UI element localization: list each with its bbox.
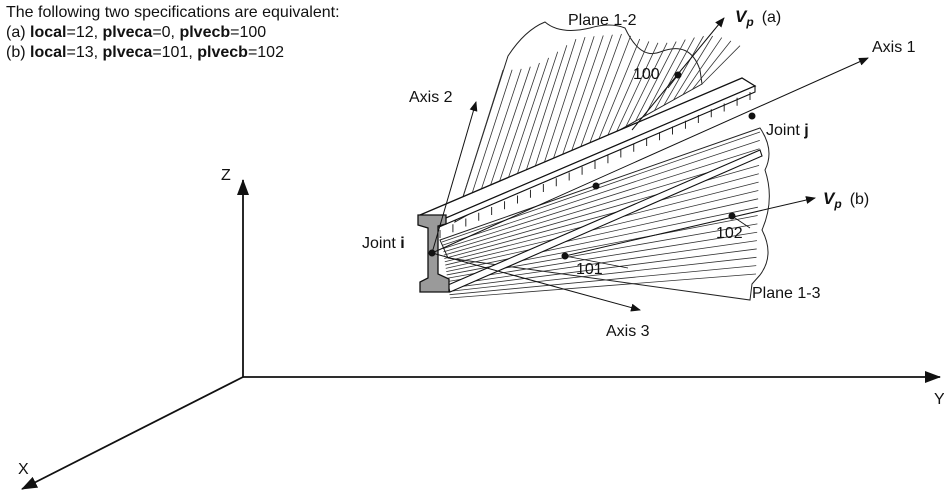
axis-2-label: Axis 2 bbox=[409, 89, 453, 106]
spec-b-val-local: =13, bbox=[66, 44, 103, 61]
joint-i-label: Joint i bbox=[362, 235, 405, 252]
vp-a-label: Vp(a) bbox=[735, 7, 781, 29]
plane-1-3-hatching bbox=[441, 131, 761, 299]
point-100 bbox=[674, 71, 682, 79]
global-axes: Z Y X bbox=[18, 167, 944, 490]
plane-1-2-hatch-line bbox=[692, 40, 732, 90]
plane-1-2-hatch-line bbox=[701, 45, 741, 85]
points bbox=[428, 71, 756, 260]
point-100-label: 100 bbox=[633, 66, 660, 83]
plane-1-3-hatch-line bbox=[445, 198, 759, 269]
labels: Plane 1-2 Plane 1-3 Vp(a) Vp(b) Axis 1 A… bbox=[362, 7, 916, 340]
beam-web-ticks bbox=[439, 92, 751, 238]
spec-a-key-plvecb: plvecb bbox=[179, 24, 231, 41]
plane-1-3-hatch-line bbox=[441, 131, 761, 243]
spec-a-val-plveca: =0, bbox=[152, 24, 180, 41]
plane-1-3-hatch-line bbox=[449, 256, 757, 292]
plane-1-3-hatch-line bbox=[444, 173, 759, 259]
point-101-label: 101 bbox=[576, 261, 603, 278]
axis-3-line bbox=[431, 252, 641, 312]
global-x-label: X bbox=[18, 461, 29, 478]
plane-1-3 bbox=[439, 127, 770, 301]
plane-1-2-hatch-line bbox=[682, 37, 723, 95]
i-beam bbox=[417, 77, 763, 293]
global-y-label: Y bbox=[934, 391, 944, 408]
plane-1-2-hatch-line bbox=[502, 57, 549, 196]
plane-1-3-hatch-line bbox=[445, 190, 759, 266]
spec-line-b: (b) local=13, plveca=101, plvecb=102 bbox=[6, 43, 284, 63]
spec-b-key-local: local bbox=[30, 44, 67, 61]
plane-1-3-hatch-line bbox=[442, 148, 760, 249]
point-mid bbox=[592, 182, 600, 190]
plane-1-3-hatch-line bbox=[448, 240, 757, 286]
spec-a-tag: (a) bbox=[6, 24, 30, 41]
plane-1-3-hatch-line bbox=[446, 206, 758, 273]
axis-1-line bbox=[431, 57, 869, 254]
plane-1-2-hatch-line bbox=[483, 66, 531, 207]
plane-1-3-hatch-line bbox=[447, 231, 758, 282]
plane-1-2-hatch-line bbox=[587, 35, 631, 148]
plane-1-2-hatch-line bbox=[521, 45, 568, 185]
point-101 bbox=[561, 252, 569, 260]
axis-1-label: Axis 1 bbox=[872, 39, 916, 56]
global-x-axis bbox=[21, 376, 244, 490]
plane-1-2-hatch-line bbox=[492, 62, 540, 201]
ref-line-101 bbox=[564, 255, 629, 269]
spec-b-val-plveca: =101, bbox=[152, 44, 198, 61]
plane-1-2-hatch-line bbox=[511, 51, 559, 191]
plane-1-3-hatch-line bbox=[443, 165, 760, 256]
plane-1-2-hatch-line bbox=[578, 33, 622, 154]
plane-1-3-outline bbox=[439, 127, 770, 301]
spec-b-key-plveca: plveca bbox=[102, 44, 153, 61]
vp-b-line bbox=[564, 196, 816, 257]
plane-1-3-hatch-line bbox=[448, 248, 757, 289]
plane-1-2-hatch-line bbox=[549, 36, 595, 170]
plane-1-2-hatch-line bbox=[644, 39, 686, 117]
plane-1-3-label: Plane 1-3 bbox=[752, 285, 821, 302]
point-102-label: 102 bbox=[716, 225, 743, 242]
plane-1-2-label: Plane 1-2 bbox=[568, 12, 637, 29]
joint-j-point bbox=[748, 112, 756, 120]
plane-1-2-hatch-line bbox=[473, 68, 522, 212]
plane-1-2-hatch-line bbox=[625, 42, 668, 127]
plane-1-2-hatch-line bbox=[559, 35, 604, 164]
plane-1-2-hatch-line bbox=[606, 41, 650, 138]
plane-1-2-hatch-line bbox=[597, 38, 641, 143]
plane-1-2-hatch-line bbox=[663, 35, 704, 106]
plane-1-3-hatch-line bbox=[449, 273, 757, 299]
joint-i-point bbox=[428, 249, 436, 257]
plane-1-3-hatch-line bbox=[442, 139, 760, 246]
spec-a-val-plvecb: =100 bbox=[230, 24, 267, 41]
axis-3-label: Axis 3 bbox=[606, 323, 650, 340]
axis-2-line bbox=[431, 101, 478, 254]
spec-a-key-plveca: plveca bbox=[102, 24, 153, 41]
plane-1-2-hatch-line bbox=[616, 42, 659, 132]
plane-1-2-hatching bbox=[454, 33, 741, 223]
spec-line-a: (a) local=12, plveca=0, plvecb=100 bbox=[6, 23, 266, 43]
local-axes bbox=[431, 17, 869, 312]
plane-1-2-hatch-line bbox=[568, 34, 613, 159]
spec-a-val-local: =12, bbox=[66, 24, 103, 41]
plane-1-2-hatch-line bbox=[635, 41, 677, 122]
joint-j-label: Joint j bbox=[766, 122, 809, 139]
spec-b-val-plvecb: =102 bbox=[247, 44, 284, 61]
plane-1-2-hatch-line bbox=[673, 35, 713, 101]
spec-b-tag: (b) bbox=[6, 44, 30, 61]
plane-1-2-hatch-line bbox=[540, 36, 586, 175]
plane-1-2-outline bbox=[454, 21, 703, 224]
plane-1-3-hatch-line bbox=[449, 265, 757, 296]
plane-1-2 bbox=[454, 21, 741, 224]
vp-b-label: Vp(b) bbox=[823, 189, 869, 211]
spec-a-key-local: local bbox=[30, 24, 67, 41]
plane-1-2-hatch-line bbox=[654, 37, 695, 111]
spec-intro: The following two specifications are equ… bbox=[6, 4, 340, 21]
global-z-label: Z bbox=[221, 167, 231, 184]
point-102 bbox=[728, 212, 736, 220]
plane-1-2-hatch-line bbox=[530, 38, 577, 180]
ref-line-102 bbox=[731, 215, 751, 229]
spec-b-key-plvecb: plvecb bbox=[197, 44, 248, 61]
